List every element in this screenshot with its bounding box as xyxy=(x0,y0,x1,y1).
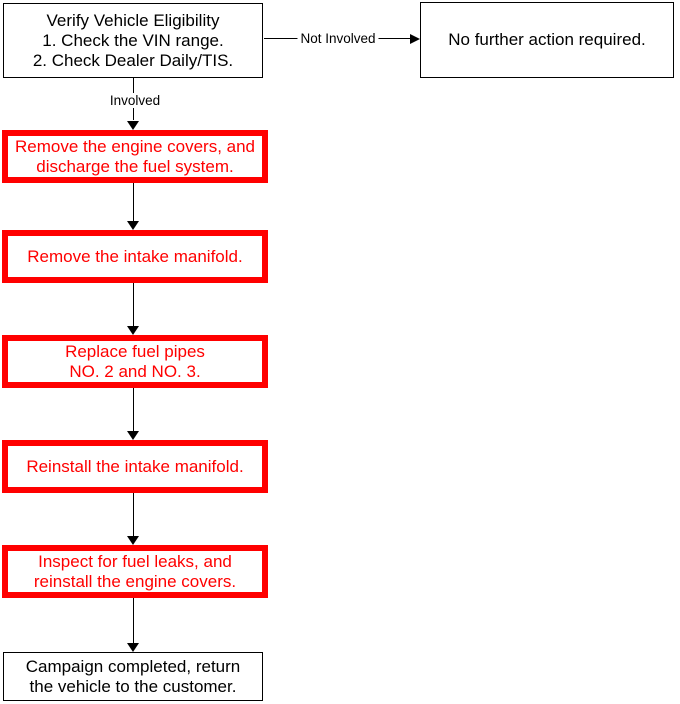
step-box-remove-engine-covers: Remove the engine covers, and discharge … xyxy=(2,130,268,183)
arrow-down-icon xyxy=(127,221,139,230)
arrow-down-icon xyxy=(127,326,139,335)
arrow-right-icon xyxy=(410,33,420,44)
end-line-1: Campaign completed, return xyxy=(25,656,241,676)
edge-label-involved: Involved xyxy=(106,93,164,108)
arrow-down-icon xyxy=(127,431,139,440)
start-box-verify-eligibility: Verify Vehicle Eligibility 1. Check the … xyxy=(3,3,263,78)
start-line-1: Verify Vehicle Eligibility xyxy=(46,10,220,30)
arrow-down-icon xyxy=(127,121,139,130)
connector-line xyxy=(133,388,134,431)
no-action-text: No further action required. xyxy=(448,30,646,49)
step-box-reinstall-intake-manifold: Reinstall the intake manifold. xyxy=(2,440,268,493)
start-line-3: 2. Check Dealer Daily/TIS. xyxy=(32,50,234,70)
step-line: reinstall the engine covers. xyxy=(33,571,237,591)
end-line-2: the vehicle to the customer. xyxy=(29,676,237,696)
step-line: Replace fuel pipes xyxy=(65,341,205,361)
connector-line xyxy=(133,283,134,326)
arrow-down-icon xyxy=(127,643,139,652)
step-box-inspect-fuel-leaks: Inspect for fuel leaks, and reinstall th… xyxy=(2,545,268,598)
edge-label-not-involved: Not Involved xyxy=(297,31,379,46)
no-action-box: No further action required. xyxy=(420,2,674,78)
step-line: Inspect for fuel leaks, and xyxy=(38,551,232,571)
step-line: Remove the engine covers, and xyxy=(14,136,256,156)
step-line: discharge the fuel system. xyxy=(36,156,234,176)
step-box-replace-fuel-pipes: Replace fuel pipes NO. 2 and NO. 3. xyxy=(2,335,268,388)
connector-line xyxy=(133,598,134,643)
arrow-down-icon xyxy=(127,536,139,545)
step-line: Reinstall the intake manifold. xyxy=(26,456,244,476)
end-box-campaign-completed: Campaign completed, return the vehicle t… xyxy=(3,652,263,701)
connector-line xyxy=(133,183,134,221)
start-line-2: 1. Check the VIN range. xyxy=(42,30,224,50)
step-line: Remove the intake manifold. xyxy=(27,246,243,266)
connector-line xyxy=(133,493,134,536)
step-box-remove-intake-manifold: Remove the intake manifold. xyxy=(2,230,268,283)
step-line: NO. 2 and NO. 3. xyxy=(69,361,201,381)
